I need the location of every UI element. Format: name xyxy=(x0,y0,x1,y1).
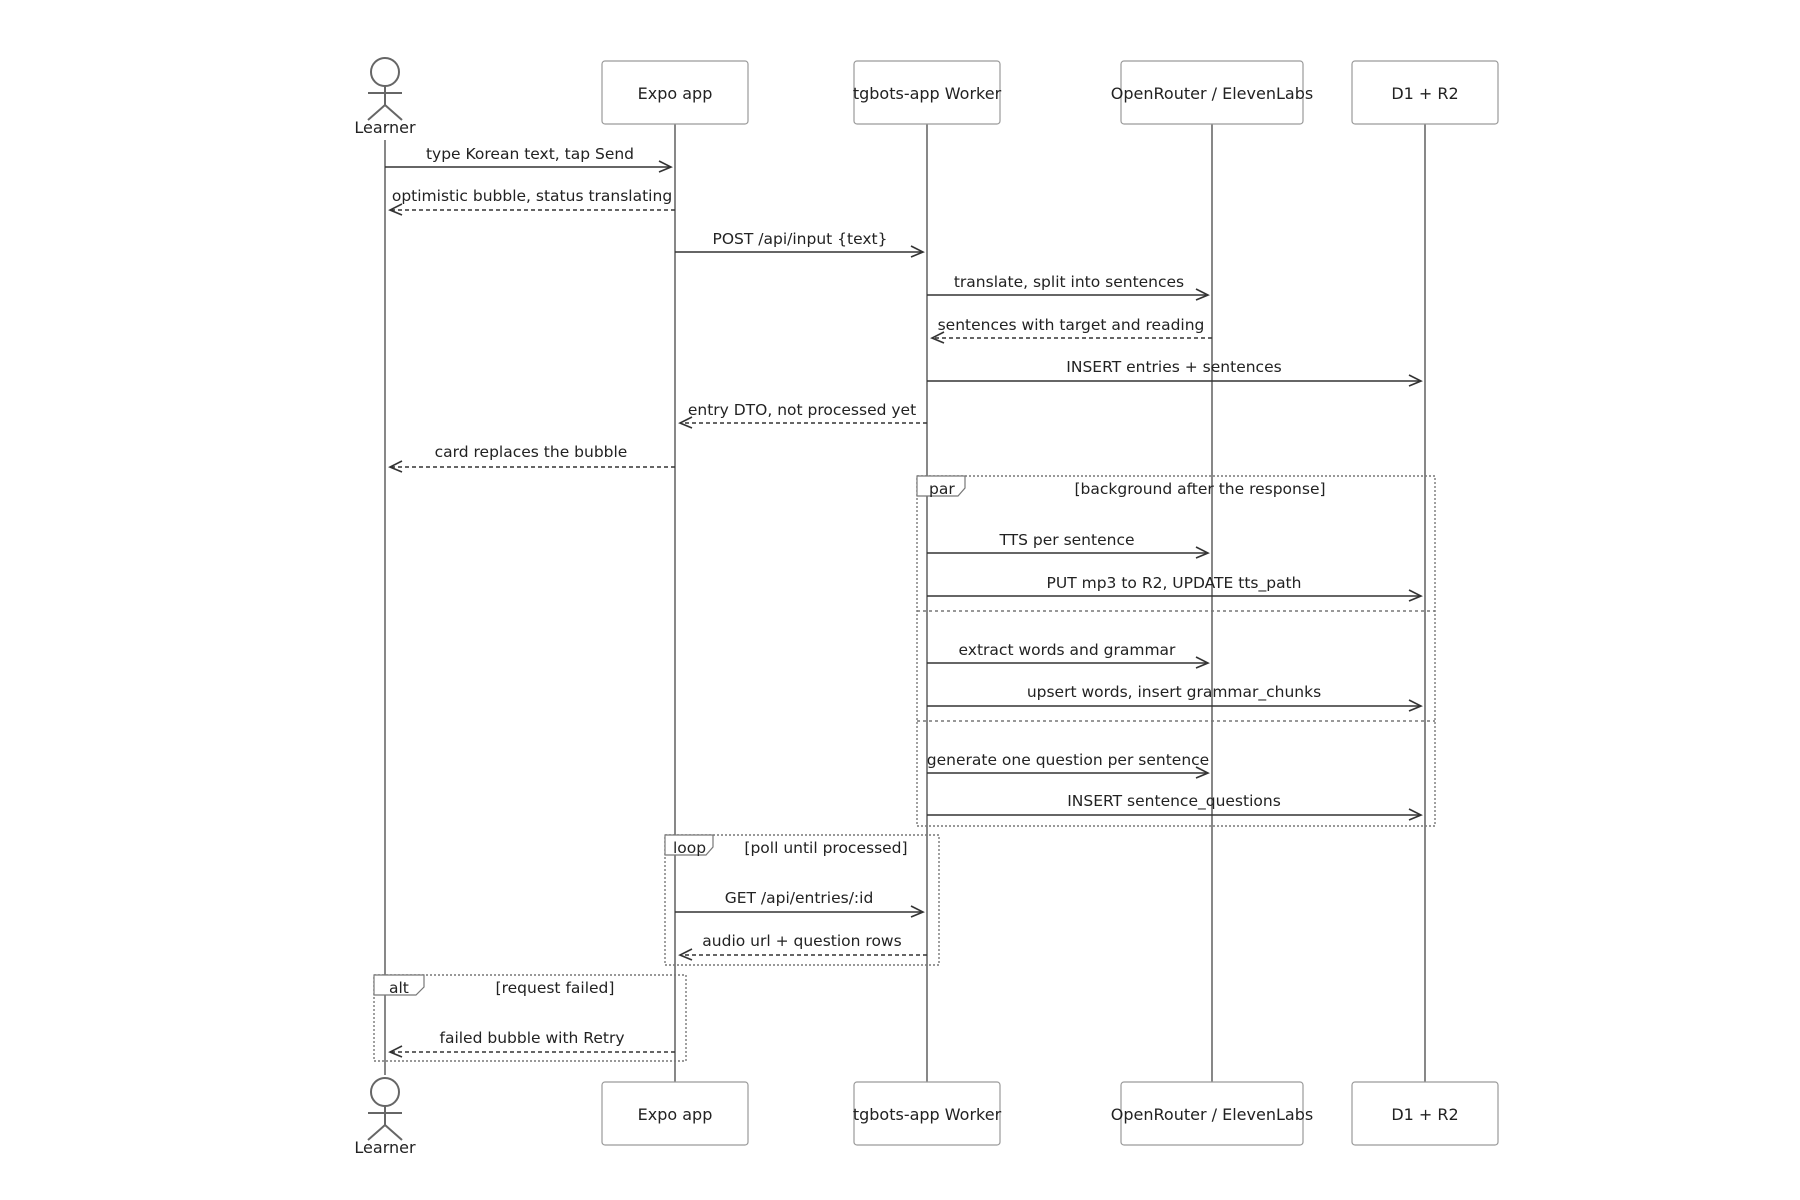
lifelines xyxy=(384,124,1426,1082)
message-arrow: upsert words, insert grammar_chunks xyxy=(927,683,1423,712)
message-label: translate, split into sentences xyxy=(954,273,1184,291)
message-arrow: TTS per sentence xyxy=(927,531,1210,559)
message-arrow: type Korean text, tap Send xyxy=(385,145,673,173)
message-label: audio url + question rows xyxy=(702,932,901,950)
person-icon xyxy=(367,57,403,121)
actor-learner-bottom: Learner xyxy=(354,1077,416,1157)
arrowhead-icon xyxy=(910,245,925,258)
frame-par-border xyxy=(916,475,1436,827)
frame-loop-border xyxy=(664,834,940,966)
message-arrow: card replaces the bubble xyxy=(388,443,675,473)
participant-label: Expo app xyxy=(638,1105,713,1124)
arrowhead-icon xyxy=(388,203,403,216)
participant-expo-top: Expo app xyxy=(601,60,749,125)
message-arrow: INSERT entries + sentences xyxy=(927,358,1423,387)
frame-alt-keyword: alt xyxy=(389,979,409,997)
participant-label: OpenRouter / ElevenLabs xyxy=(1111,84,1313,103)
arrowhead-icon xyxy=(1408,808,1423,821)
participant-worker-top: tgbots-app Worker xyxy=(853,60,1002,125)
message-label: TTS per sentence xyxy=(998,531,1134,549)
message-label: type Korean text, tap Send xyxy=(426,145,634,163)
message-arrow: GET /api/entries/:id xyxy=(675,889,925,918)
participant-label: Expo app xyxy=(638,84,713,103)
arrowhead-icon xyxy=(1195,656,1210,669)
arrowhead-icon xyxy=(1195,766,1210,779)
message-label: optimistic bubble, status translating xyxy=(392,187,672,205)
message-label: INSERT entries + sentences xyxy=(1066,358,1281,376)
message-label: INSERT sentence_questions xyxy=(1067,792,1281,811)
participant-label: tgbots-app Worker xyxy=(853,1105,1002,1124)
message-label: card replaces the bubble xyxy=(435,443,628,461)
message-arrow: translate, split into sentences xyxy=(927,273,1210,301)
arrowhead-icon xyxy=(1408,699,1423,712)
participant-label: D1 + R2 xyxy=(1391,1105,1458,1124)
message-arrow: sentences with target and reading xyxy=(930,316,1212,344)
fragment-par: par [background after the response] xyxy=(916,475,1436,827)
message-arrow: optimistic bubble, status translating xyxy=(388,187,675,216)
frame-alt-condition: [request failed] xyxy=(496,979,615,997)
arrowhead-icon xyxy=(388,1045,403,1058)
message-label: generate one question per sentence xyxy=(927,751,1209,769)
arrowhead-icon xyxy=(1195,546,1210,559)
frame-alt-border xyxy=(373,974,687,1062)
message-arrow: PUT mp3 to R2, UPDATE tts_path xyxy=(927,574,1423,602)
frame-loop-condition: [poll until processed] xyxy=(744,839,907,857)
arrowhead-icon xyxy=(678,416,693,429)
arrowhead-icon xyxy=(678,948,693,961)
message-label: entry DTO, not processed yet xyxy=(688,401,916,419)
arrowhead-icon xyxy=(1408,589,1423,602)
actor-label: Learner xyxy=(354,1138,416,1157)
frame-par-keyword: par xyxy=(929,480,955,498)
message-label: PUT mp3 to R2, UPDATE tts_path xyxy=(1047,574,1302,593)
arrowhead-icon xyxy=(1408,374,1423,387)
participant-d1r2-top: D1 + R2 xyxy=(1351,60,1499,125)
frame-loop-tab xyxy=(664,834,714,856)
frame-par-tab xyxy=(916,475,966,497)
message-label: upsert words, insert grammar_chunks xyxy=(1027,683,1321,702)
message-arrow: failed bubble with Retry xyxy=(388,1029,675,1058)
participant-openrouter-bottom: OpenRouter / ElevenLabs xyxy=(1111,1081,1313,1146)
message-label: failed bubble with Retry xyxy=(439,1029,624,1047)
arrowhead-icon xyxy=(1195,288,1210,301)
message-arrow: entry DTO, not processed yet xyxy=(678,401,927,429)
participant-worker-bottom: tgbots-app Worker xyxy=(853,1081,1002,1146)
message-arrow: extract words and grammar xyxy=(927,641,1210,669)
message-label: sentences with target and reading xyxy=(938,316,1205,334)
actor-label: Learner xyxy=(354,118,416,137)
messages: type Korean text, tap Send optimistic bu… xyxy=(385,145,1423,1058)
participants-bottom: Learner Expo app tgbots-app Worker OpenR… xyxy=(354,1077,1499,1157)
actor-learner-top: Learner xyxy=(354,57,416,137)
fragment-alt: alt [request failed] xyxy=(373,974,687,1062)
person-icon xyxy=(367,1077,403,1141)
participant-openrouter-top: OpenRouter / ElevenLabs xyxy=(1111,60,1313,125)
participant-d1r2-bottom: D1 + R2 xyxy=(1351,1081,1499,1146)
frame-loop-keyword: loop xyxy=(673,839,706,857)
message-arrow: generate one question per sentence xyxy=(927,751,1210,779)
participant-label: OpenRouter / ElevenLabs xyxy=(1111,1105,1313,1124)
arrowhead-icon xyxy=(910,905,925,918)
fragment-loop: loop [poll until processed] xyxy=(664,834,940,966)
arrowhead-icon xyxy=(658,160,673,173)
participant-label: D1 + R2 xyxy=(1391,84,1458,103)
frame-par-condition: [background after the response] xyxy=(1074,480,1325,498)
message-arrow: audio url + question rows xyxy=(678,932,927,961)
message-label: POST /api/input {text} xyxy=(713,230,888,248)
arrowhead-icon xyxy=(930,331,945,344)
arrowhead-icon xyxy=(388,460,403,473)
participant-label: tgbots-app Worker xyxy=(853,84,1002,103)
participants-top: Learner Expo app tgbots-app Worker OpenR… xyxy=(354,57,1499,137)
participant-expo-bottom: Expo app xyxy=(601,1081,749,1146)
frame-alt-tab xyxy=(373,974,425,996)
message-arrow: POST /api/input {text} xyxy=(675,230,925,258)
message-label: GET /api/entries/:id xyxy=(725,889,874,907)
message-arrow: INSERT sentence_questions xyxy=(927,792,1423,821)
message-label: extract words and grammar xyxy=(959,641,1177,659)
